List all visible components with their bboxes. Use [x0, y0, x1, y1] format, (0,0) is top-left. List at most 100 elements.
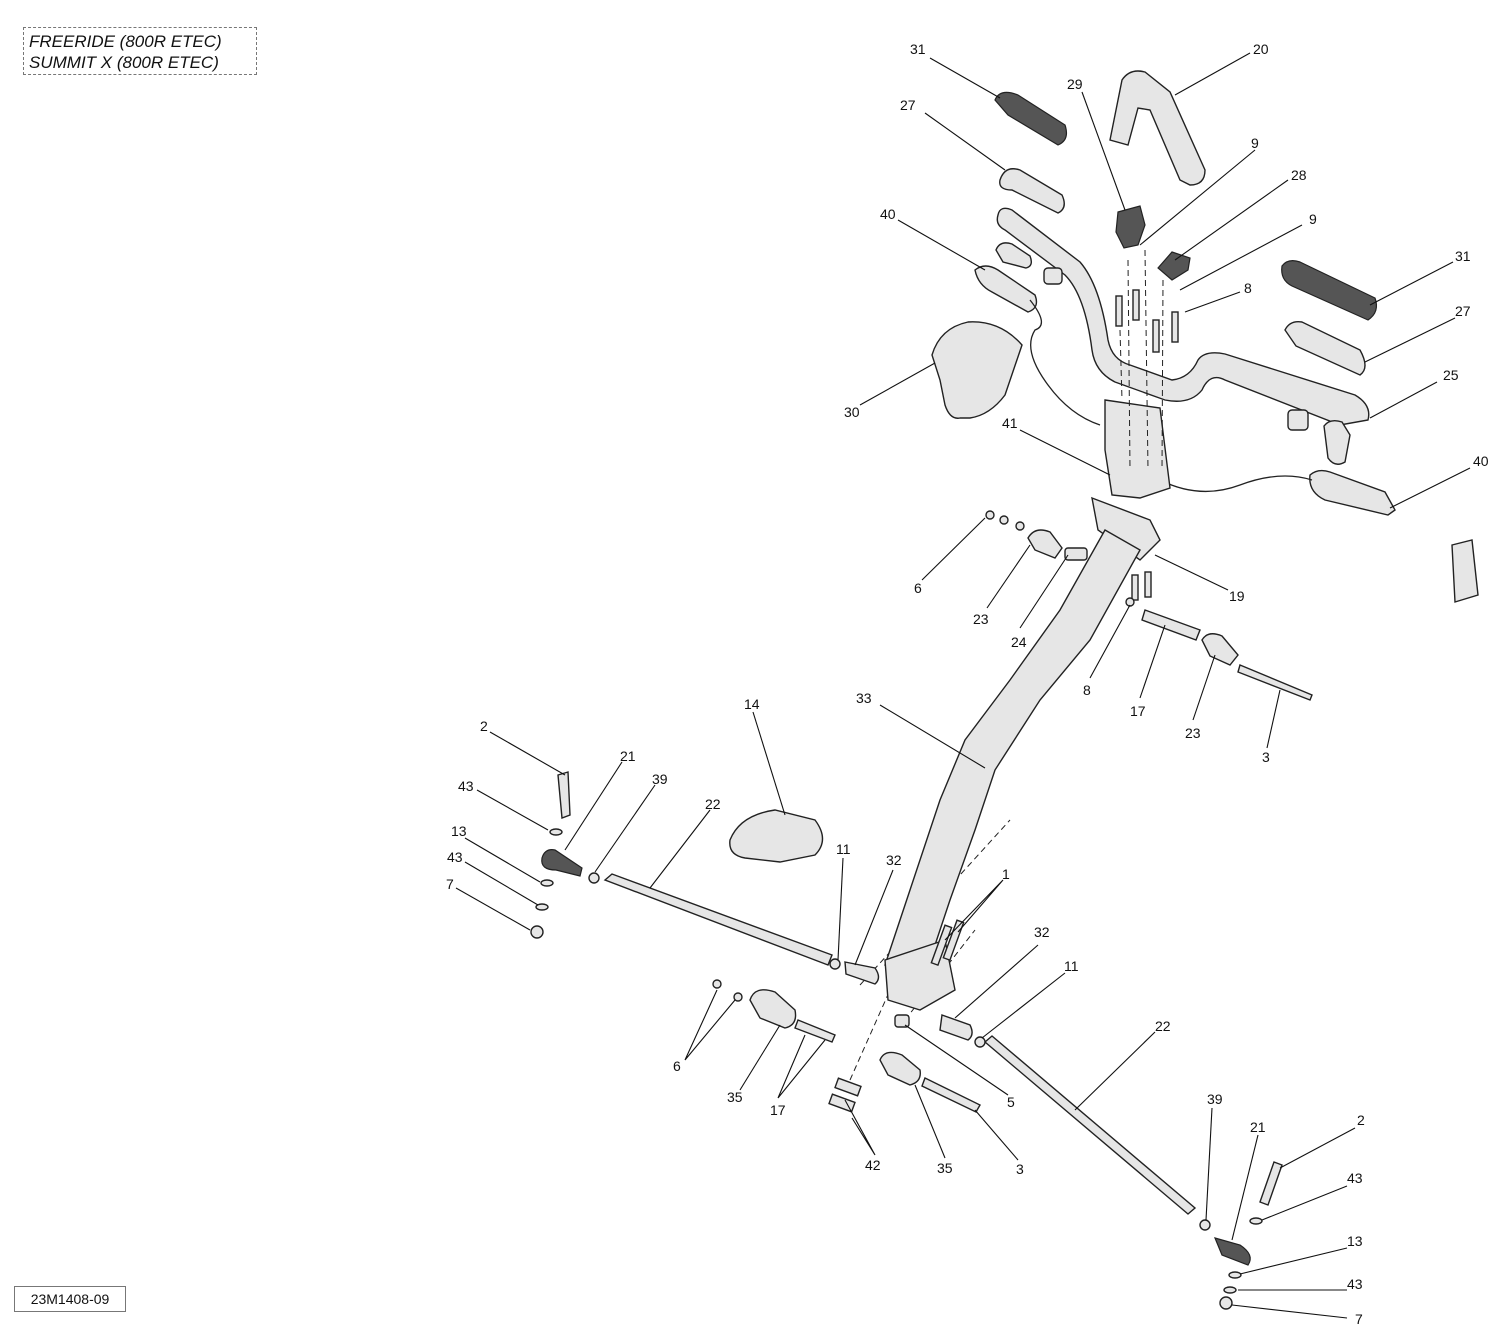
- part-bolt-8c: [1152, 319, 1160, 353]
- part-shim-42b: [828, 1093, 856, 1113]
- part-nut-6a: [985, 510, 995, 520]
- part-nut-6c: [1015, 521, 1025, 531]
- callout-35: 35: [727, 1089, 743, 1105]
- model-line-summit: SUMMIT X (800R ETEC): [29, 53, 219, 72]
- part-nut-8e: [1125, 597, 1135, 607]
- part-ball-joint-32b: [939, 1014, 973, 1041]
- callout-27: 27: [1455, 303, 1471, 319]
- part-bolt-8d: [1171, 311, 1179, 343]
- part-sleeve-17a: [1141, 609, 1201, 641]
- callout-41: 41: [1002, 415, 1018, 431]
- part-column-top: [1091, 496, 1161, 561]
- callout-11: 11: [1064, 958, 1079, 974]
- part-sleeve-17b: [794, 1019, 836, 1043]
- callout-9: 9: [1309, 211, 1317, 227]
- part-throttle-right: [1309, 469, 1396, 516]
- part-bar-end-left: [995, 242, 1033, 269]
- part-heater-right: [1284, 320, 1366, 376]
- callout-21: 21: [620, 748, 636, 764]
- part-clamp-28: [1157, 251, 1191, 281]
- part-link-3a: [1237, 664, 1313, 701]
- part-bolt-2-left: [557, 771, 571, 819]
- callout-20: 20: [1253, 41, 1269, 57]
- part-nut-6e: [733, 992, 743, 1002]
- part-washer-43b: [535, 903, 549, 911]
- part-riser-loop: [1109, 70, 1206, 186]
- part-washer-43a: [549, 828, 563, 836]
- callout-9: 9: [1251, 135, 1259, 151]
- model-title-box: FREERIDE (800R ETEC) SUMMIT X (800R ETEC…: [23, 27, 257, 75]
- callout-13: 13: [451, 823, 467, 839]
- callout-17: 17: [1130, 703, 1146, 719]
- part-washer-13b: [1228, 1271, 1242, 1279]
- callout-8: 8: [1083, 682, 1091, 698]
- part-grip-left: [994, 91, 1068, 146]
- part-bar-plug-right: [1287, 409, 1309, 431]
- callout-42: 42: [865, 1157, 881, 1173]
- part-washer-43d: [1223, 1286, 1237, 1294]
- callout-39: 39: [652, 771, 668, 787]
- part-grip-right: [1281, 260, 1378, 321]
- callout-33: 33: [856, 690, 872, 706]
- callout-32: 32: [886, 852, 902, 868]
- callout-13: 13: [1347, 1233, 1363, 1249]
- part-nut-6d: [712, 979, 722, 989]
- callout-25: 25: [1443, 367, 1459, 383]
- part-bolt-1b: [930, 924, 953, 967]
- callout-30: 30: [844, 404, 860, 420]
- part-rod-end-left: [541, 849, 583, 877]
- part-washer-39a: [588, 872, 600, 884]
- callout-1: 1: [1002, 866, 1010, 882]
- part-rod-end-right: [1213, 1237, 1251, 1266]
- part-bolt-19b: [1144, 571, 1152, 598]
- part-nut-11b: [974, 1036, 986, 1048]
- callout-29: 29: [1067, 76, 1083, 92]
- callout-5: 5: [1007, 1094, 1015, 1110]
- part-spacer-24: [1064, 547, 1088, 561]
- callout-23: 23: [973, 611, 989, 627]
- part-rod-end-23b: [1201, 633, 1239, 666]
- callout-6: 6: [673, 1058, 681, 1074]
- callout-23: 23: [1185, 725, 1201, 741]
- part-rod-end-23a: [1027, 529, 1063, 559]
- callout-31: 31: [1455, 248, 1471, 264]
- callout-43: 43: [1347, 1276, 1363, 1292]
- callout-40: 40: [880, 206, 896, 222]
- part-bolt-1a: [942, 919, 965, 962]
- part-link-3b: [921, 1077, 981, 1113]
- callout-8: 8: [1244, 280, 1252, 296]
- leader-lines: [455, 52, 1471, 1319]
- part-bar-end-right: [1323, 419, 1351, 465]
- callout-24: 24: [1011, 634, 1027, 650]
- part-clamp-29: [1115, 205, 1146, 249]
- part-tie-rod-left: [603, 873, 833, 966]
- part-nut-11a: [829, 958, 841, 970]
- part-nut-7b: [1219, 1296, 1233, 1310]
- part-handlebar: [996, 207, 1370, 426]
- callout-43: 43: [1347, 1170, 1363, 1186]
- callout-28: 28: [1291, 167, 1307, 183]
- part-throttle-cable-left: [1029, 299, 1101, 426]
- callout-35: 35: [937, 1160, 953, 1176]
- callout-7: 7: [1355, 1311, 1363, 1327]
- part-bar-plug-left: [1043, 267, 1063, 285]
- callout-21: 21: [1250, 1119, 1266, 1135]
- callout-31: 31: [910, 41, 926, 57]
- model-line-freeride: FREERIDE (800R ETEC): [29, 32, 222, 51]
- part-riser-block: [1104, 399, 1171, 499]
- part-handlebar-pad: [931, 321, 1023, 419]
- callout-19: 19: [1229, 588, 1245, 604]
- part-tag-right: [1451, 539, 1479, 603]
- callout-14: 14: [744, 696, 760, 712]
- part-cover: [729, 809, 824, 863]
- callout-27: 27: [900, 97, 916, 113]
- part-washer-13a: [540, 879, 554, 887]
- callout-3: 3: [1016, 1161, 1024, 1177]
- callout-40: 40: [1473, 453, 1489, 469]
- part-bolt-19a: [1131, 574, 1139, 601]
- part-throttle-left: [974, 265, 1038, 313]
- part-bushing-5: [894, 1014, 910, 1028]
- callout-7: 7: [446, 876, 454, 892]
- part-bolt-8a: [1115, 295, 1123, 327]
